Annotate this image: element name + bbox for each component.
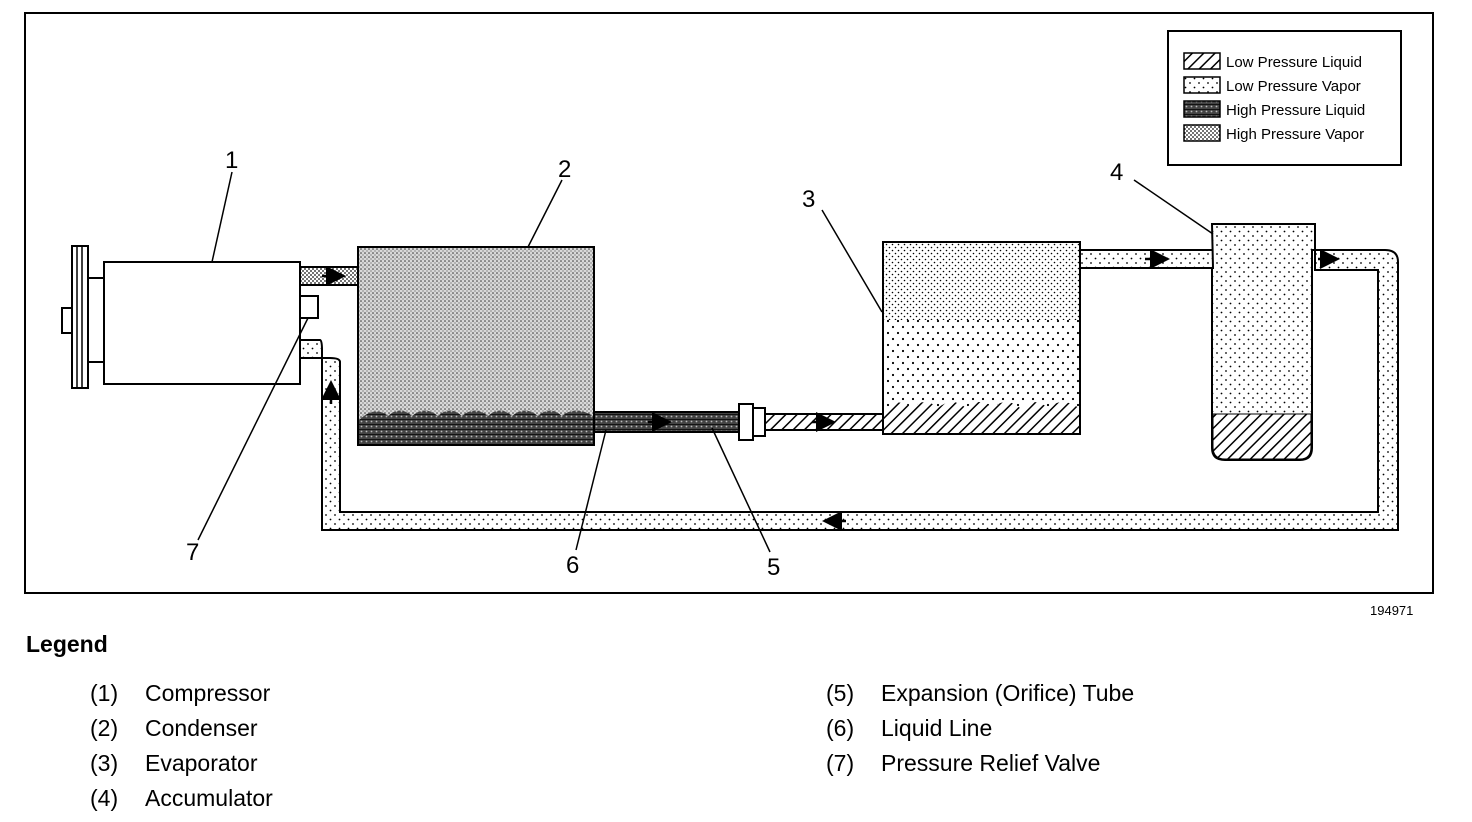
callout-3: 3: [802, 186, 815, 213]
legend-item-label: Condenser: [145, 715, 258, 741]
pressure-key-label: High Pressure Liquid: [1226, 102, 1365, 119]
callout-7: 7: [186, 539, 199, 566]
leader-lines: [197, 171, 1214, 553]
liquid-line: [593, 411, 740, 433]
callout-labels: 1 2 3 4 5 6 7: [186, 147, 1123, 581]
ac-refrigerant-system-diagram: 1 2 3 4 5 6 7 Low Pressure Liquid Low Pr…: [24, 12, 1434, 594]
leader-line-5: [711, 427, 771, 553]
pressure-key-label: High Pressure Vapor: [1226, 126, 1364, 143]
evaporator-liquid: [884, 402, 1079, 433]
legend-item-number: (3): [90, 750, 119, 776]
figure-id: 194971: [1370, 603, 1414, 618]
pressure-key-label: Low Pressure Liquid: [1226, 54, 1362, 71]
high-pressure-vapor-swatch: [1183, 124, 1221, 142]
legend-list-right: (5) Expansion (Orifice) Tube (6) Liquid Li…: [826, 680, 1134, 785]
legend-item: (6) Liquid Line: [826, 715, 1134, 750]
legend-item-number: (2): [90, 715, 119, 741]
pressure-key-item: Low Pressure Liquid: [1183, 52, 1362, 71]
legend-item: (5) Expansion (Orifice) Tube: [826, 680, 1134, 715]
leader-line-4: [1133, 179, 1214, 235]
legend-item: (2) Condenser: [90, 715, 273, 750]
flow-arrows: [321, 249, 1340, 531]
compressor: [61, 245, 319, 389]
pressure-key: Low Pressure Liquid Low Pressure Vapor H…: [1167, 30, 1402, 166]
leader-line-3: [821, 209, 883, 313]
callout-1: 1: [225, 147, 238, 174]
low-pressure-liquid-swatch: [1183, 52, 1221, 70]
leader-line-2: [527, 179, 563, 248]
legend-item-label: Pressure Relief Valve: [881, 750, 1101, 776]
callout-4: 4: [1110, 159, 1123, 186]
legend-list-left: (1) Compressor (2) Condenser (3) Evaporator…: [90, 680, 273, 820]
callout-2: 2: [558, 156, 571, 183]
pressure-relief-valve: [299, 295, 319, 319]
legend-item-label: Expansion (Orifice) Tube: [881, 680, 1135, 706]
legend-item-label: Evaporator: [145, 750, 258, 776]
condenser: [357, 246, 595, 446]
legend-item: (1) Compressor: [90, 680, 273, 715]
legend-item-label: Compressor: [145, 680, 271, 706]
compressor-hub: [87, 277, 105, 363]
legend-item-label: Liquid Line: [881, 715, 993, 741]
legend-item-number: (6): [826, 715, 855, 741]
legend-item-number: (4): [90, 785, 119, 811]
callout-5: 5: [767, 554, 780, 581]
pressure-key-item: High Pressure Vapor: [1183, 124, 1364, 143]
legend-item: (4) Accumulator: [90, 785, 273, 820]
legend-item: (3) Evaporator: [90, 750, 273, 785]
pressure-key-item: High Pressure Liquid: [1183, 100, 1365, 119]
orifice-tube-fitting: [738, 403, 766, 441]
compressor-body: [103, 261, 301, 385]
legend-heading: Legend: [26, 631, 108, 657]
accumulator: [1210, 223, 1316, 461]
accumulator-liquid: [1212, 413, 1312, 460]
legend-item-label: Accumulator: [145, 785, 273, 811]
pressure-key-label: Low Pressure Vapor: [1226, 78, 1361, 95]
compressor-pulley: [71, 245, 89, 389]
evaporator: [882, 241, 1081, 435]
pressure-key-item: Low Pressure Vapor: [1183, 76, 1361, 95]
leader-line-1: [211, 171, 233, 263]
legend-item-number: (1): [90, 680, 119, 706]
legend-item-number: (7): [826, 750, 855, 776]
callout-6: 6: [566, 552, 579, 579]
low-pressure-vapor-swatch: [1183, 76, 1221, 94]
condenser-liquid: [359, 410, 593, 444]
legend-item-number: (5): [826, 680, 855, 706]
leader-line-6: [575, 429, 607, 551]
suction-line: [299, 249, 1399, 531]
high-pressure-liquid-swatch: [1183, 100, 1221, 118]
leader-line-7: [197, 317, 309, 541]
legend-item: (7) Pressure Relief Valve: [826, 750, 1134, 785]
